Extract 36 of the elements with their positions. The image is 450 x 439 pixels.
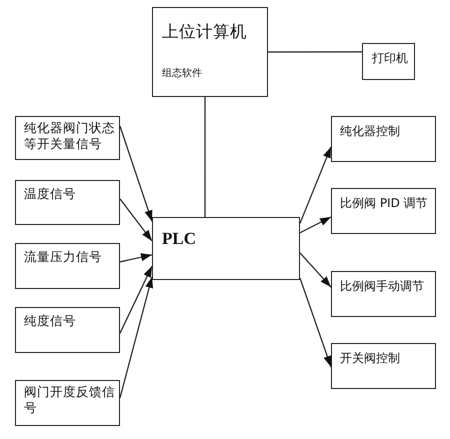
box-label: 阀门开度反馈信号 [24,384,115,416]
box-title: 上位计算机 [162,21,248,42]
arrow [119,276,154,398]
box-label: 比例阀 PID 调节 [340,196,429,212]
signal-box [15,380,120,426]
arrow [300,216,332,234]
computer-box [152,7,268,97]
box-label: 纯度信号 [24,313,77,330]
box-label: 温度信号 [24,186,77,202]
box-label: 流量压力信号 [24,249,103,266]
control-box [331,116,436,162]
plc-box [152,217,300,280]
arrow [299,146,332,224]
arrow [119,266,153,334]
connector-line [268,51,362,53]
box-label: 打印机 [372,51,409,67]
control-box [331,188,436,234]
signal-box [15,116,120,160]
connector-line [204,97,206,217]
box-label: 开关阀控制 [340,351,401,367]
signal-box [15,180,120,225]
box-label: 纯化器控制 [340,124,401,140]
box-label: 纯化器阀门状态等开关量信号 [24,120,115,152]
control-box [331,343,436,389]
signal-box [15,307,120,353]
box-subtitle: 组态软件 [162,67,203,80]
arrow [299,278,332,368]
printer-box [362,43,415,80]
arrow [120,253,152,262]
box-label: 比例阀手动调节 [340,279,425,295]
arrow [120,198,152,242]
arrow [300,252,332,288]
signal-box [15,243,120,289]
box-label: PLC [162,228,197,250]
arrow [119,126,153,222]
control-box [331,271,436,317]
